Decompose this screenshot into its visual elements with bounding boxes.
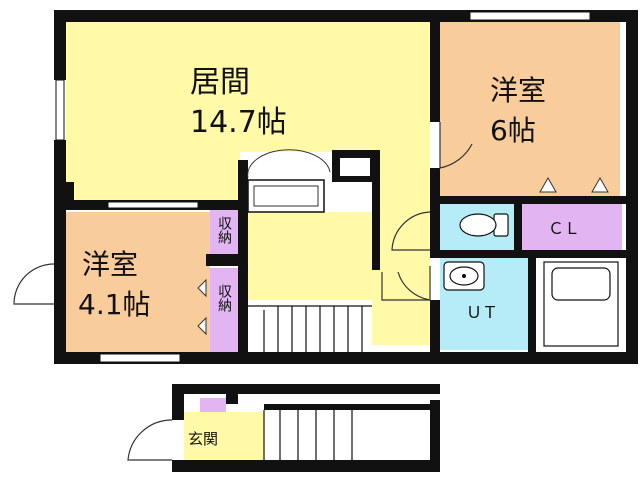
storage-upper-label: 収納 xyxy=(216,216,232,245)
kitchen-counter-icon xyxy=(247,149,331,213)
storage-upper-area xyxy=(210,202,238,258)
closet-area xyxy=(522,202,622,250)
western-6-name: 洋室 xyxy=(490,74,546,107)
window-icon xyxy=(55,11,591,363)
living-upper-left xyxy=(66,22,240,202)
western-4-name: 洋室 xyxy=(82,248,138,281)
living-room-name: 居間 xyxy=(190,65,250,100)
storage-door-icon xyxy=(197,278,207,336)
storage-lower-label: 収納 xyxy=(216,284,232,313)
toilet-icon xyxy=(459,213,509,237)
walls xyxy=(54,10,638,472)
door-swing-icon xyxy=(13,122,473,461)
closet-label: ＣＬ xyxy=(548,219,580,238)
utility-label: ＵＴ xyxy=(466,303,498,322)
stairs-icon xyxy=(248,305,372,352)
stairs-icon xyxy=(263,410,353,460)
kitchen-cabinet xyxy=(340,158,370,176)
living-room-size: 14.7帖 xyxy=(190,105,287,140)
entrance-storage xyxy=(200,398,226,412)
entrance-label: 玄関 xyxy=(188,430,218,448)
washbasin-icon xyxy=(443,261,485,291)
western-6-size: 6帖 xyxy=(490,114,536,147)
western-4-size: 4.1帖 xyxy=(78,288,151,321)
western-room-6 xyxy=(440,22,620,200)
bathtub-icon xyxy=(543,261,619,347)
western-room-4 xyxy=(64,212,210,352)
stair-area-upper xyxy=(248,300,372,354)
storage-lower-area xyxy=(210,268,238,354)
closet-door-icon xyxy=(539,176,609,193)
